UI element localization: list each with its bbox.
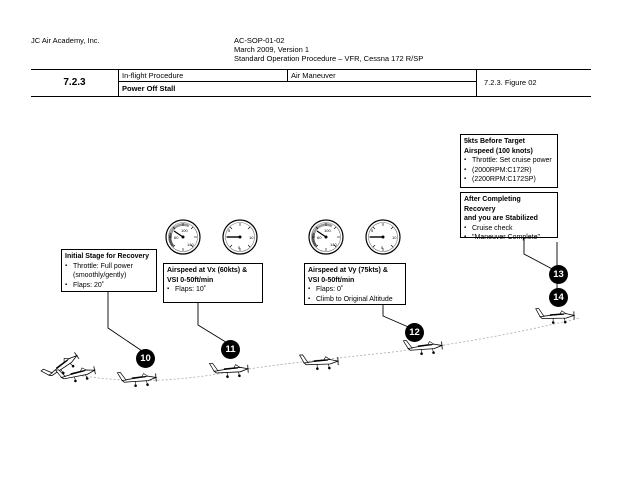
callout-item: "Maneuver Complete" [464,233,554,243]
airplane-icon [208,360,250,380]
procedure-table: 7.2.3 In-flight Procedure Air Maneuver P… [31,69,591,97]
callout-title: VSI 0-50ft/min [308,276,355,284]
procedure-name: Power Off Stall [122,84,176,93]
callout-title: VSI 0-50ft/min [167,276,214,284]
airspeed-indicator-icon [307,218,345,256]
callout-before-target: 5kts Before Target Airspeed (100 knots) … [460,134,558,188]
callout-title: and you are Stabilized [464,215,538,222]
airplane-icon [299,352,339,372]
vertical-speed-indicator-icon [222,219,258,255]
doc-date-version: March 2009, Version 1 [234,45,310,54]
step-badge-11: 11 [221,340,240,359]
callout-item: Flaps: 10˚ [167,285,259,295]
callout-item: Climb to Original Altitude [308,295,402,305]
callout-item: Throttle: Full power (smoothly/gently) [65,262,153,281]
procedure-type: Air Maneuver [291,71,336,80]
doc-id: AC-SOP-01-02 [234,36,285,45]
callout-title: Initial Stage for Recovery [65,253,150,260]
callout-title: Airspeed at Vy (75kts) & [308,267,388,274]
leader-11 [197,303,230,345]
callout-item: Flaps: 0˚ [308,285,402,295]
figure-label: 7.2.3. Figure 02 [484,78,537,87]
vertical-speed-indicator-icon [365,219,401,255]
procedure-category: In-flight Procedure [122,71,184,80]
callout-item: Cruise check [464,224,554,234]
callout-vx: Airspeed at Vx (60kts) & VSI 0-50ft/min … [163,263,263,303]
org-name: JC Air Academy, Inc. [31,36,100,45]
section-number: 7.2.3 [63,77,86,88]
callout-title: After Completing Recovery [464,196,521,213]
airplane-icon [535,306,575,325]
leader-12 [382,304,414,330]
callout-initial-recovery: Initial Stage for Recovery Throttle: Ful… [61,249,157,292]
step-badge-13: 13 [549,265,568,284]
callout-item: (2200RPM:C172SP) [464,175,554,185]
callout-item: Flaps: 20˚ [65,281,153,291]
callout-vy: Airspeed at Vy (75kts) & VSI 0-50ft/min … [304,263,406,305]
callout-title: Airspeed at Vx (60kts) & [167,267,248,274]
leader-13 [523,238,557,272]
callout-item: (2000RPM:C172R) [464,166,554,176]
step-badge-14: 14 [549,288,568,307]
airspeed-indicator-icon [164,218,202,256]
airplane-icon [116,368,158,390]
doc-title: Standard Operation Procedure – VFR, Cess… [234,54,424,63]
leader-10 [107,292,146,354]
callout-after-recovery: After Completing Recovery and you are St… [460,192,558,242]
callout-item: Throttle: Set cruise power [464,156,554,166]
callout-title: Airspeed (100 knots) [464,147,533,155]
callout-title: 5kts Before Target [464,138,525,145]
step-badge-10: 10 [136,349,155,368]
step-badge-12: 12 [405,323,424,342]
